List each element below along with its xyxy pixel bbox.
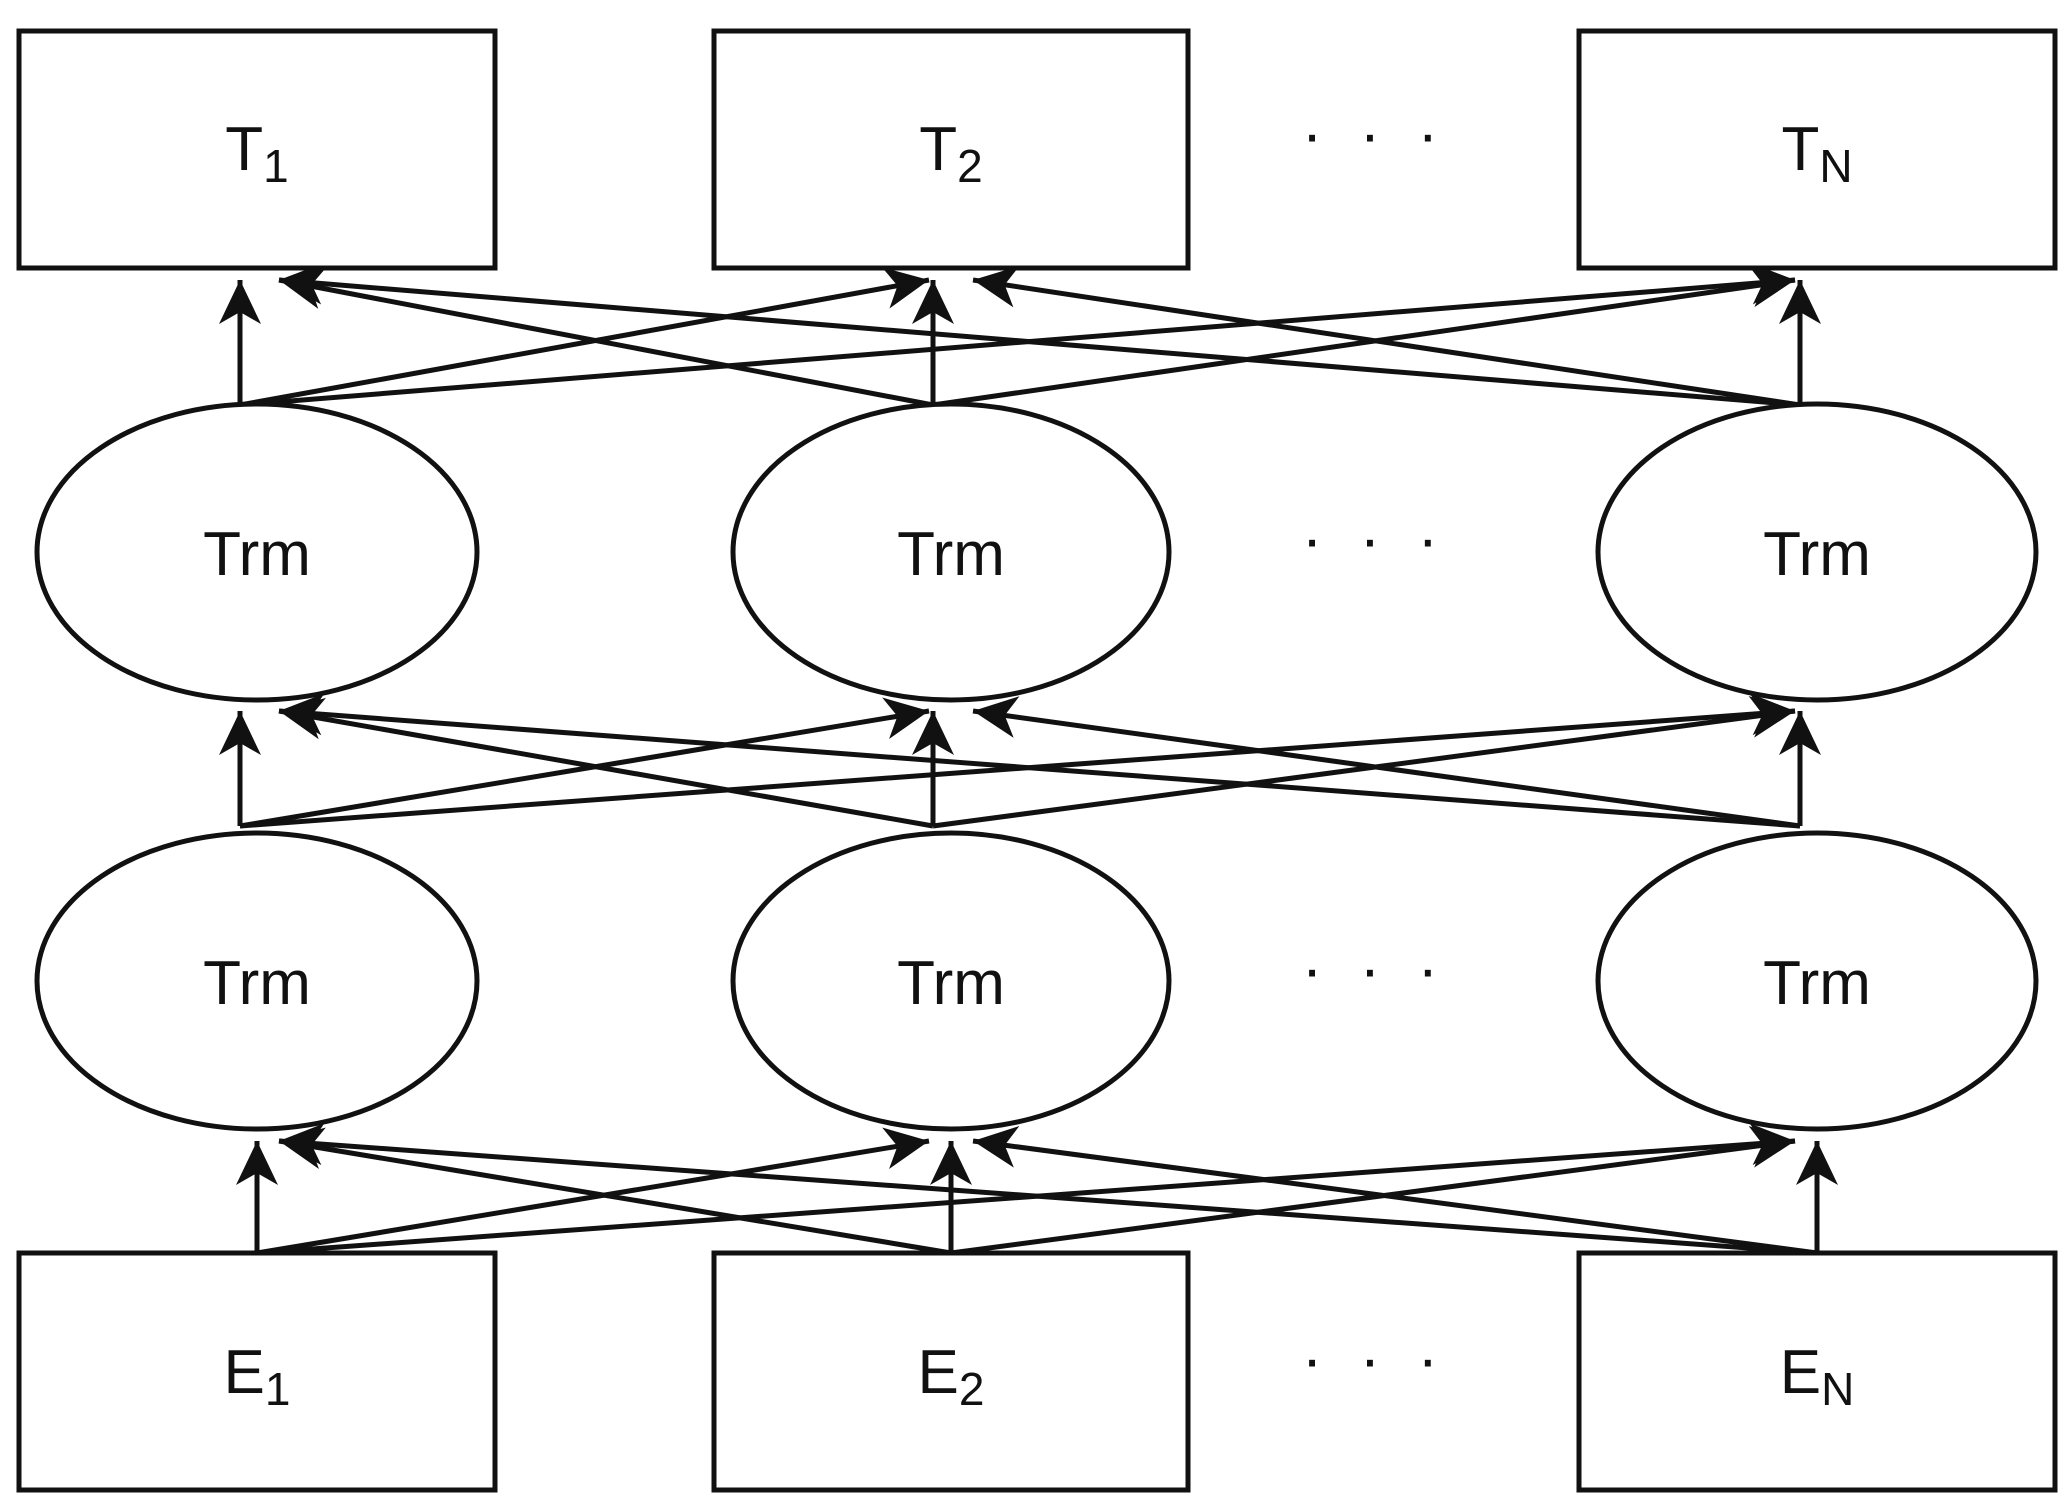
trm-upper-2-label: Trm: [897, 520, 1005, 589]
arrow-upper-to-output-2-to-3: [932, 265, 1796, 408]
arrow-input-to-lower-1-to-2: [256, 1127, 930, 1256]
input-label-1: E1: [224, 1338, 291, 1415]
arrow-upper-to-output-3-to-2: [972, 265, 1801, 408]
trm-upper-n: Trm: [1595, 401, 2039, 703]
arrow-lower-to-upper-1-to-2: [239, 697, 930, 829]
arrow-input-to-lower-3-to-2: [972, 1125, 1818, 1256]
arrow-upper-to-output-1-to-2: [239, 267, 930, 408]
output-box-2: T2: [711, 28, 1191, 271]
input-ellipsis: · · ·: [1302, 1325, 1448, 1394]
arrow-lower-to-upper-3-to-1: [278, 693, 1801, 829]
input-box-1: E1: [16, 1250, 498, 1493]
trm-upper-n-label: Trm: [1763, 520, 1871, 589]
connection-arrows: [219, 262, 1838, 1256]
trm-upper-1: Trm: [34, 401, 480, 703]
input-box-2: E2: [711, 1250, 1191, 1493]
trm-upper-2: Trm: [730, 401, 1172, 703]
arrow-input-to-lower-2-to-3: [950, 1125, 1796, 1256]
arrow-lower-to-upper-3-to-2: [972, 696, 1801, 829]
output-label-1: T1: [225, 115, 288, 192]
arrow-lower-to-upper-2-to-3: [932, 696, 1796, 829]
arrow-upper-to-output-2-to-1: [278, 267, 934, 408]
trm-lower-n: Trm: [1595, 830, 2039, 1132]
trm-lower-1-label: Trm: [203, 949, 311, 1018]
input-label-n: EN: [1780, 1338, 1855, 1415]
input-box-n: EN: [1576, 1250, 2058, 1493]
output-box-n: TN: [1576, 28, 2058, 271]
upper-layer-ellipsis: · · ·: [1302, 505, 1448, 574]
trm-lower-1: Trm: [34, 830, 480, 1132]
output-ellipsis: · · ·: [1302, 100, 1448, 169]
input-label-2: E2: [918, 1338, 985, 1415]
output-box-1: T1: [16, 28, 498, 271]
trm-lower-2-label: Trm: [897, 949, 1005, 1018]
arrow-lower-to-upper-2-to-1: [278, 697, 934, 829]
output-label-2: T2: [919, 115, 982, 192]
arrow-input-to-lower-2-to-1: [278, 1127, 952, 1256]
arrow-input-to-lower-3-to-1: [278, 1123, 1818, 1256]
output-label-n: TN: [1781, 115, 1852, 192]
arrow-upper-to-output-3-to-1: [278, 262, 1801, 408]
trm-lower-2: Trm: [730, 830, 1172, 1132]
trm-lower-n-label: Trm: [1763, 949, 1871, 1018]
lower-layer-ellipsis: · · ·: [1302, 935, 1448, 1004]
trm-upper-1-label: Trm: [203, 520, 311, 589]
